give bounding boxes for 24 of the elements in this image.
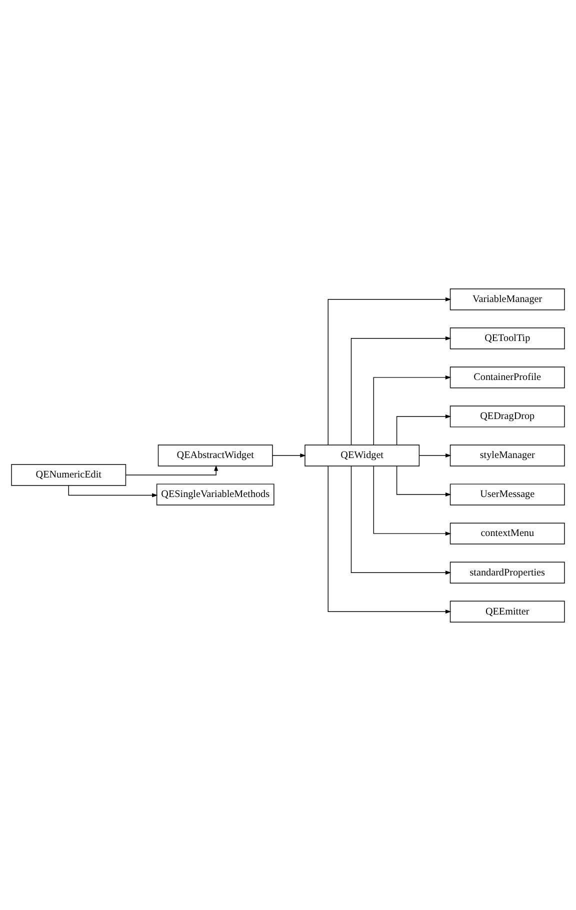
node-box: QEAbstractWidget (158, 444, 273, 466)
arrow (396, 465, 452, 496)
arrow (350, 336, 452, 445)
arrow (272, 452, 306, 458)
node-box: QESingleVariableMethods (156, 483, 274, 505)
node-box: QEEmitter (450, 600, 565, 622)
node-box: VariableManager (450, 288, 565, 310)
arrow (396, 414, 452, 445)
node-box: ContainerProfile (450, 366, 565, 388)
node-box: standardProperties (450, 561, 565, 583)
arrow (373, 465, 452, 536)
node-box: QEWidget (304, 444, 420, 466)
arrow (328, 296, 452, 445)
node-box: styleManager (450, 444, 565, 466)
arrow (373, 374, 452, 445)
arrow (328, 465, 452, 614)
node-box: UserMessage (450, 483, 565, 505)
node-box: contextMenu (450, 522, 565, 544)
node-box: QENumericEdit (11, 464, 126, 486)
node-box: QEDragDrop (450, 405, 565, 427)
arrow (350, 465, 452, 574)
arrow (418, 452, 452, 458)
node-box: QEToolTip (450, 327, 565, 349)
arrow (125, 464, 218, 475)
